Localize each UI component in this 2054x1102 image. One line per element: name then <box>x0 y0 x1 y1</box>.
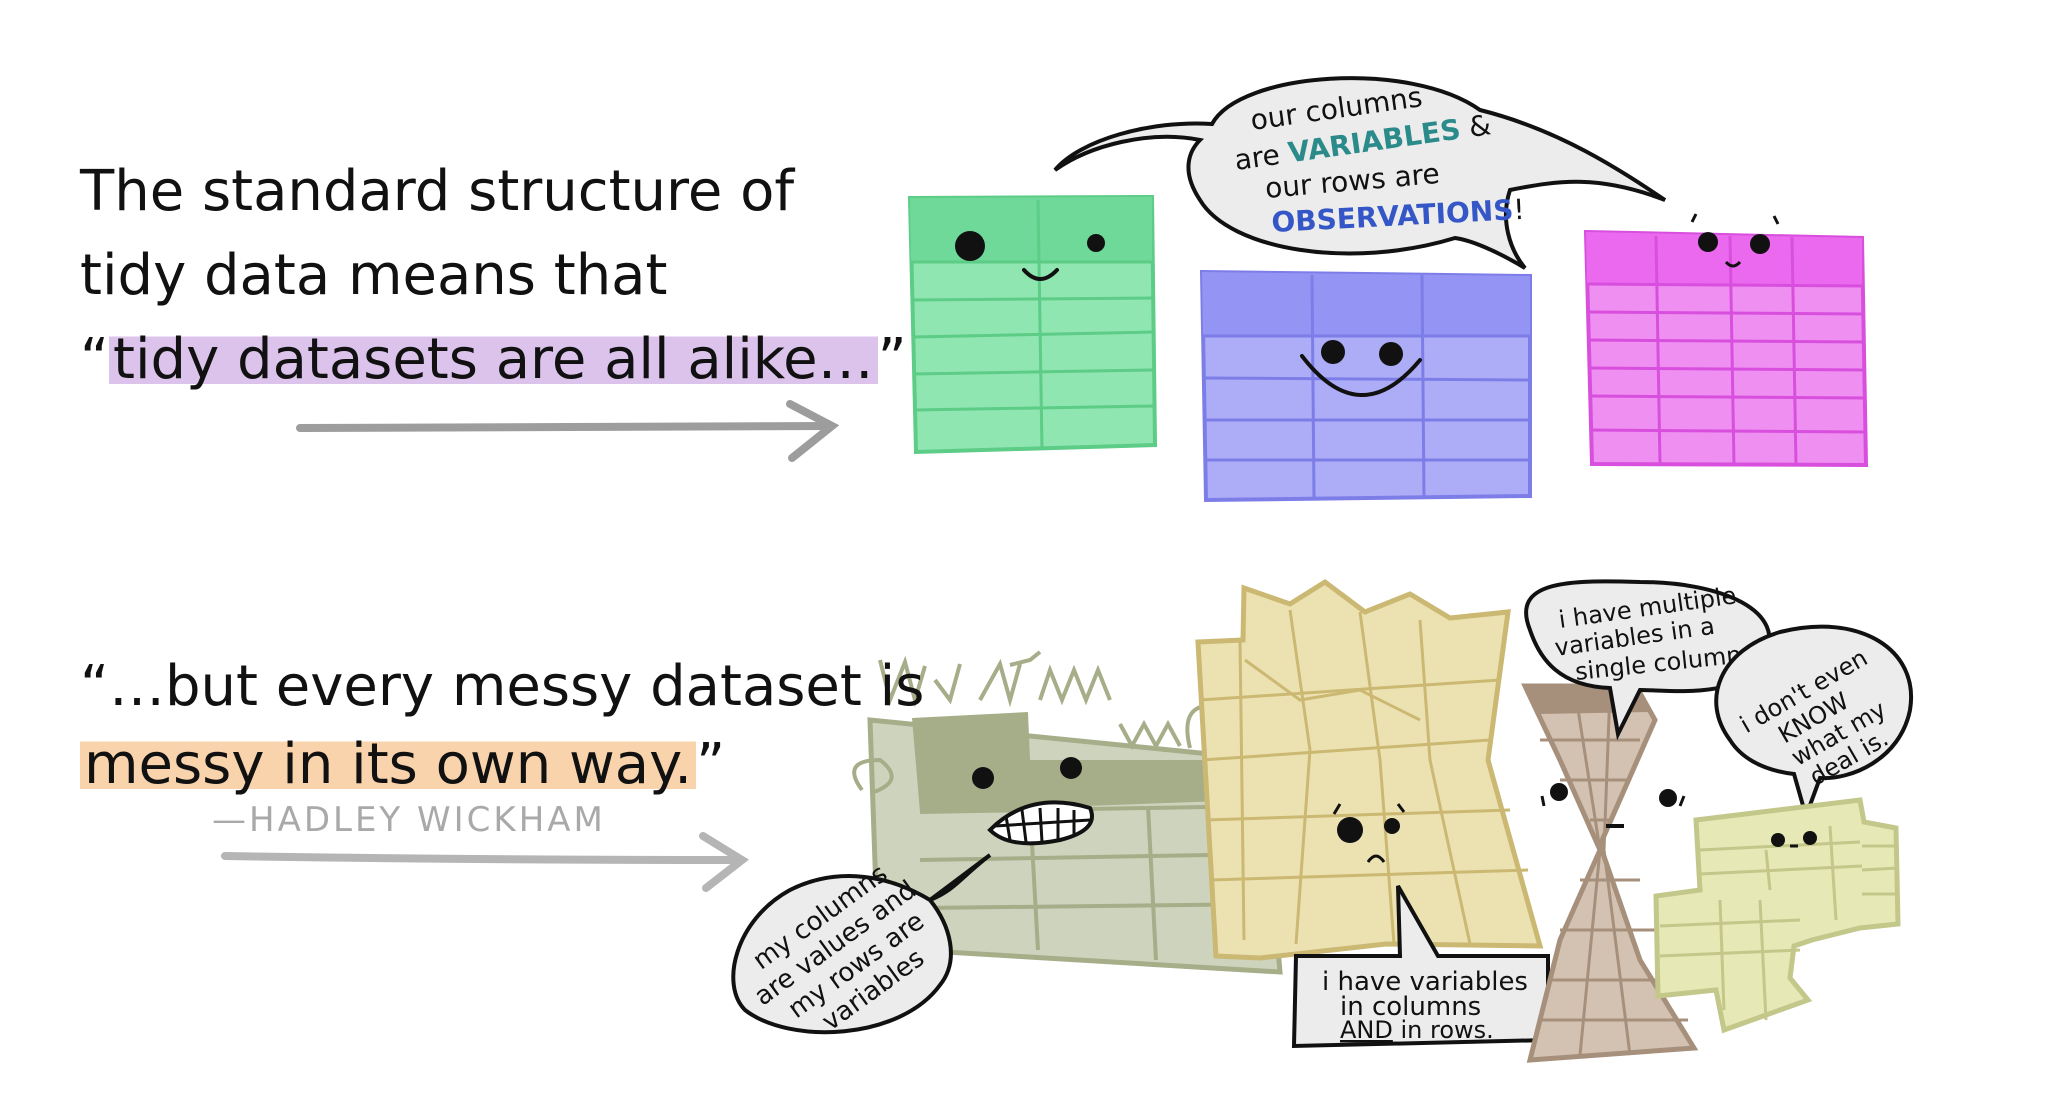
columns-are-values-bubble: my columns are values and my rows are va… <box>731 853 992 1037</box>
pale-jumbled-table <box>1653 797 1901 1034</box>
messy-quote-line2: messy in its own way.” <box>80 726 924 804</box>
arrow-right-icon <box>221 832 750 892</box>
olive-angry-table <box>852 650 1283 975</box>
multiple-variables-bubble: i have multiple variables in a single co… <box>1524 579 1772 741</box>
tidy-quote: The standard structure of tidy data mean… <box>80 150 907 402</box>
pink-tidy-table <box>1583 213 1869 468</box>
dont-know-bubble: i don't even KNOW what my deal is. <box>1714 624 1914 823</box>
svg-text:i have variables: i have variables <box>1322 967 1528 997</box>
svg-text:AND in rows.: AND in rows. <box>1340 1016 1494 1044</box>
tan-crumpled-table <box>1195 578 1544 961</box>
taupe-hourglass-table <box>1521 683 1699 1063</box>
tidy-speech-bubble: our columns are VARIABLES & our rows are… <box>1053 76 1667 270</box>
tidy-quote-line3: “tidy datasets are all alike…” <box>80 327 907 392</box>
messy-quote-line1: “…but every messy dataset is <box>80 654 925 719</box>
tidy-highlight: tidy datasets are all alike… <box>109 327 878 392</box>
messy-quote: “…but every messy dataset is messy in it… <box>80 648 924 804</box>
tidy-quote-line1: The standard structure of <box>80 159 795 224</box>
purple-tidy-table <box>1199 269 1532 503</box>
tidy-quote-line2: tidy data means that <box>80 243 668 308</box>
messy-highlight: messy in its own way. <box>80 732 697 797</box>
variables-in-rows-bubble: i have variables in columns AND in rows. <box>1291 885 1550 1049</box>
green-tidy-table <box>907 194 1158 455</box>
svg-text:in columns: in columns <box>1340 992 1481 1022</box>
arrow-right-icon <box>296 400 840 462</box>
quote-attribution: —HADLEY WICKHAM <box>212 800 606 840</box>
